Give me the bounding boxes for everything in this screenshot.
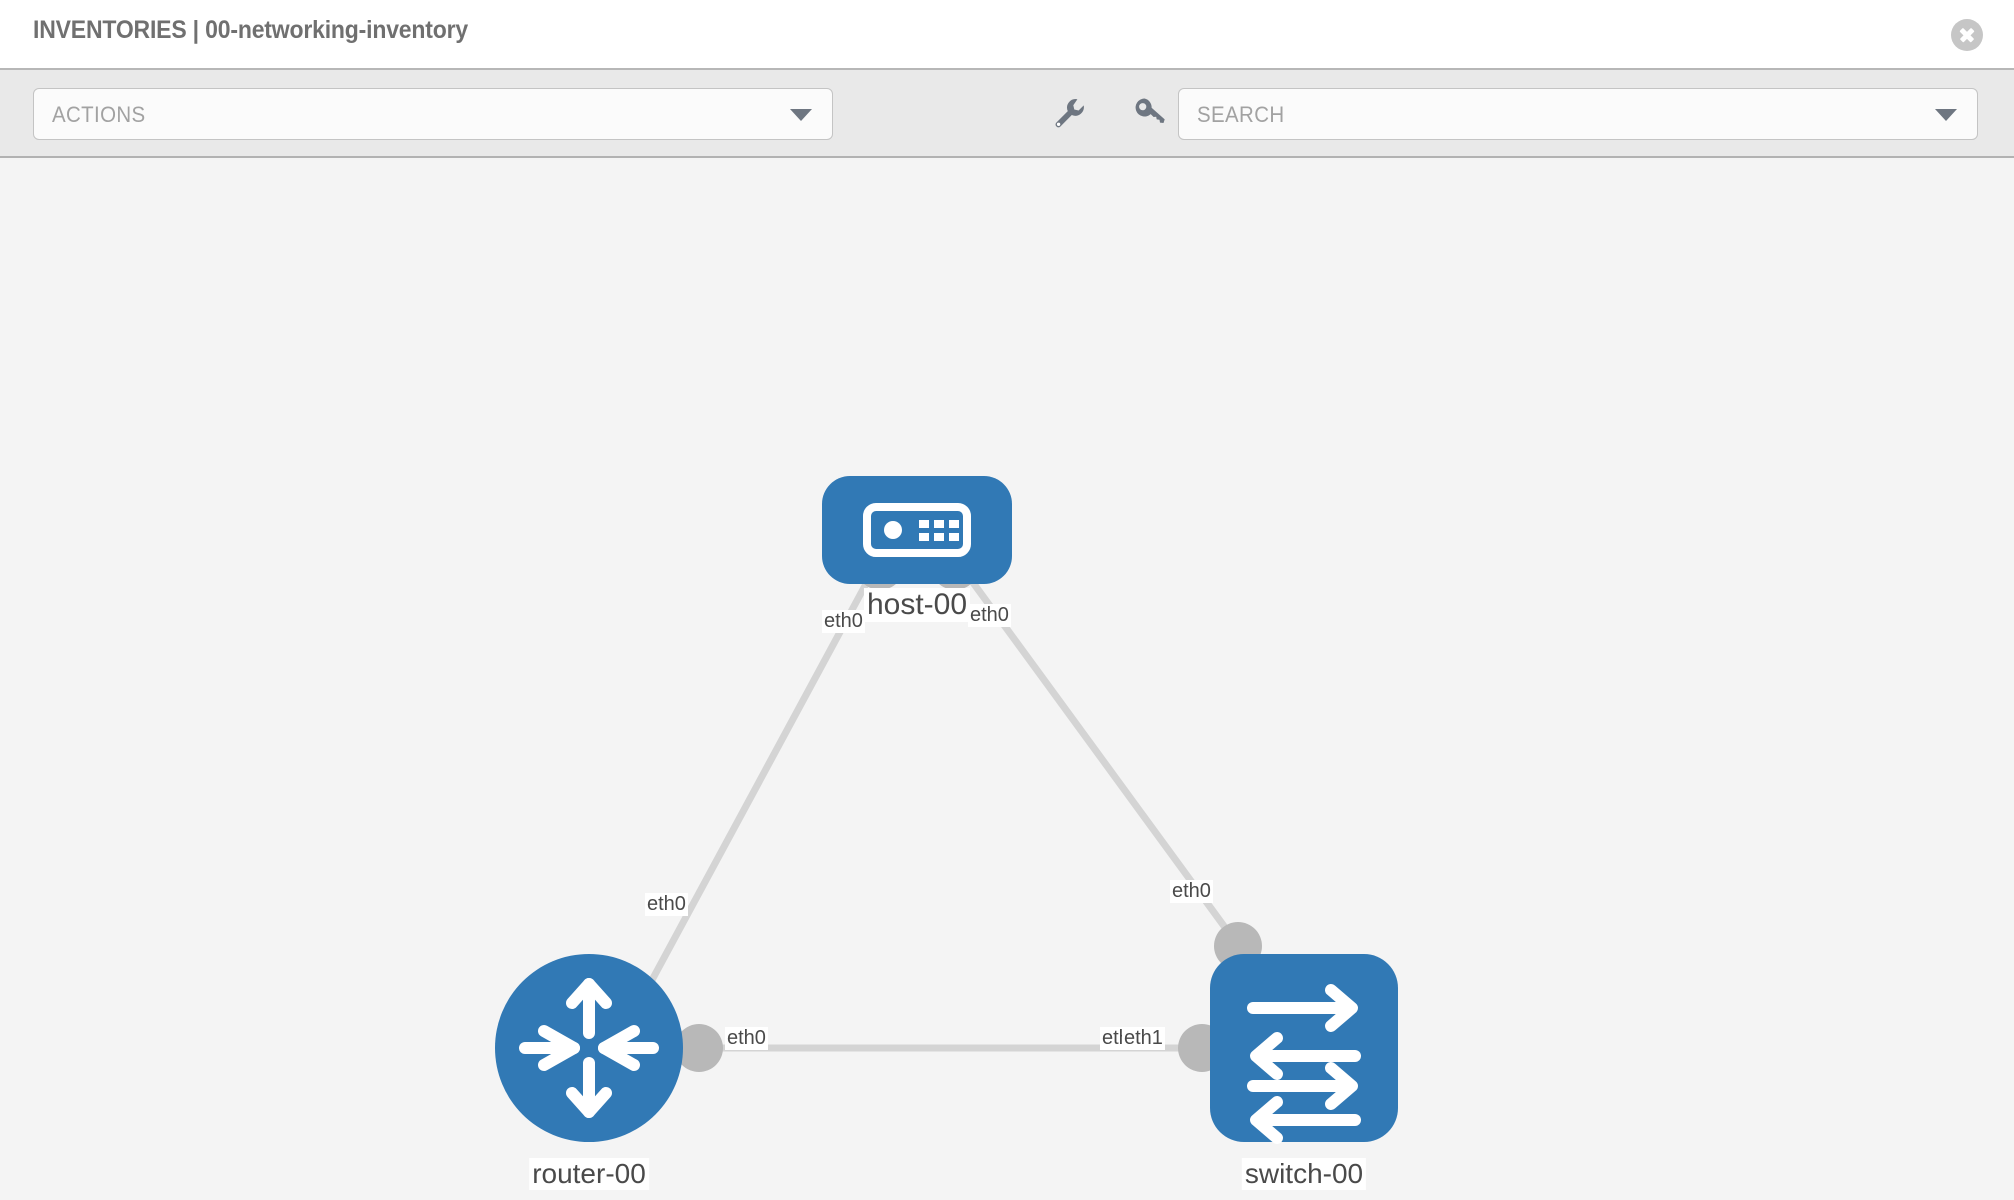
page-title: INVENTORIES | 00-networking-inventory	[33, 16, 469, 44]
switch-arrows-icon	[1247, 984, 1361, 1144]
topology-canvas[interactable]: host-00 router-00 switch-00 eth0 eth0 et…	[0, 158, 2014, 1200]
page-header: INVENTORIES | 00-networking-inventory	[0, 0, 2014, 70]
search-input[interactable]: SEARCH	[1178, 88, 1978, 140]
port-router00-east	[675, 1024, 723, 1072]
edge-label-host00-right: eth0	[968, 604, 1011, 627]
toolbar: ACTIONS SEARCH	[0, 70, 2014, 158]
node-label-switch-00: switch-00	[1241, 1158, 1367, 1190]
actions-dropdown[interactable]: ACTIONS	[33, 88, 833, 140]
node-router-00	[495, 954, 683, 1142]
node-label-router-00: router-00	[529, 1158, 649, 1190]
node-host-00	[822, 476, 1012, 584]
server-icon	[863, 503, 971, 557]
router-arrows-icon	[519, 978, 659, 1118]
edge-label-router00-east: eth0	[725, 1027, 768, 1050]
search-input-value: SEARCH	[1197, 102, 1285, 127]
topology-links	[641, 555, 1243, 1052]
key-icon[interactable]	[1127, 90, 1171, 134]
actions-dropdown-label: ACTIONS	[52, 102, 146, 127]
chevron-down-icon	[1935, 109, 1957, 121]
edge-label-host00-left: eth0	[822, 610, 865, 633]
edge-label-switch00-west-eth1: eth1	[1122, 1027, 1165, 1050]
edge-label-router00-uplink: eth0	[645, 893, 688, 916]
close-icon[interactable]	[1951, 19, 1983, 51]
edge-label-switch00-uplink: eth0	[1170, 880, 1213, 903]
topology-graph	[495, 476, 1398, 1144]
chevron-down-icon	[790, 109, 812, 121]
node-switch-00	[1210, 954, 1398, 1144]
node-label-host-00: host-00	[863, 588, 971, 622]
wrench-icon[interactable]	[1045, 90, 1089, 134]
toolbar-icon-group	[1045, 90, 1171, 134]
